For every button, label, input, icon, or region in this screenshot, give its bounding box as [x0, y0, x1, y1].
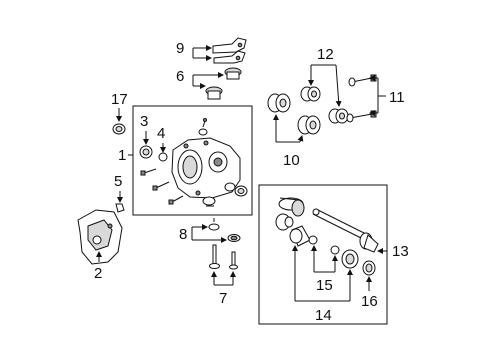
halfshaft-assembly-box	[258, 184, 388, 325]
clip-part-5	[115, 203, 125, 213]
callout-10: 10	[283, 152, 300, 169]
callout-8: 8	[179, 226, 187, 243]
bracket-part-9	[212, 37, 247, 64]
callout-13: 13	[392, 243, 409, 260]
washer-bolt-part-8	[208, 218, 241, 242]
mount-bracket-part-2	[77, 209, 123, 265]
differential-housing	[171, 137, 241, 199]
mount-bushing-part-6	[205, 67, 242, 100]
callout-5: 5	[114, 173, 122, 190]
seal-part-17	[112, 123, 126, 135]
plug-part-4	[158, 152, 168, 162]
bushing-part-10-upper	[267, 93, 291, 113]
callout-11: 11	[389, 89, 405, 106]
carrier-hardware	[140, 118, 248, 207]
stud-part-7	[209, 244, 238, 270]
seal-part-3	[139, 145, 153, 159]
seal-part-16	[362, 260, 376, 276]
callout-6: 6	[176, 68, 184, 85]
bushing-part-10-lower	[297, 115, 321, 135]
callout-7: 7	[219, 290, 227, 307]
bolt-part-11	[346, 74, 377, 123]
callout-17: 17	[111, 91, 128, 108]
callout-3: 3	[140, 113, 148, 130]
callout-9: 9	[176, 40, 184, 57]
boot-parts-14	[275, 213, 359, 269]
halfshaft-part-13	[278, 197, 379, 253]
callout-15: 15	[316, 277, 333, 294]
callout-12: 12	[317, 46, 334, 63]
callout-2: 2	[94, 265, 102, 282]
bushing-part-12-upper	[300, 86, 321, 102]
callout-4: 4	[157, 125, 165, 142]
bushing-part-12-lower	[328, 108, 349, 124]
callout-1: 1	[118, 147, 126, 164]
callout-16: 16	[361, 293, 378, 310]
carrier-assembly-box	[132, 105, 253, 216]
clamp-parts-15	[308, 235, 340, 255]
callout-14: 14	[315, 307, 332, 324]
